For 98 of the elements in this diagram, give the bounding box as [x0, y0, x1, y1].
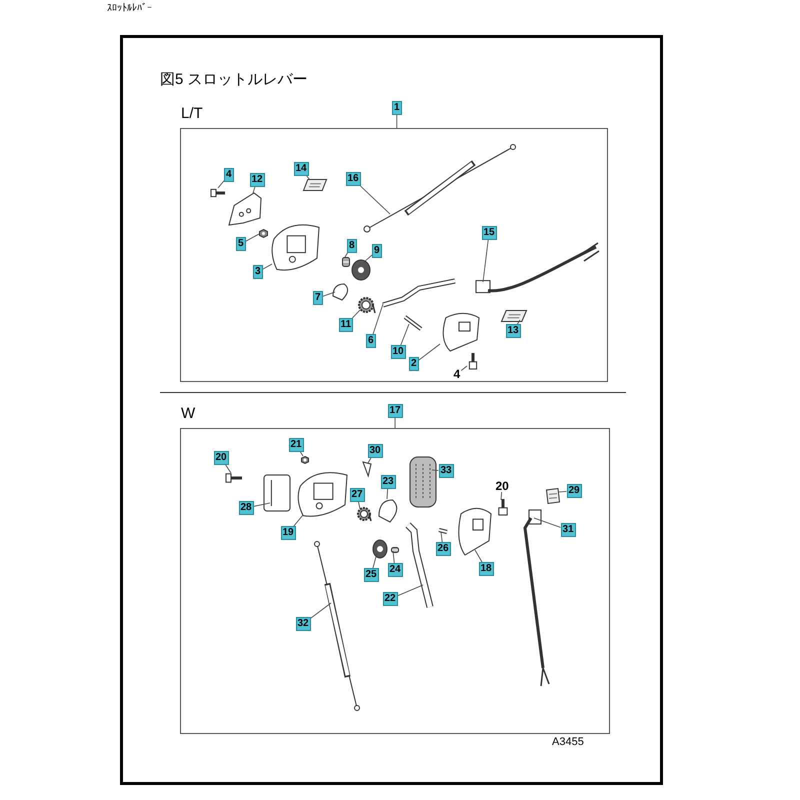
- leader-line: [418, 344, 440, 361]
- leader-line: [534, 518, 561, 528]
- nut-drawing: [259, 229, 268, 238]
- callout-number: 27: [350, 488, 365, 502]
- callout-number: 10: [390, 345, 406, 359]
- callout-number: 32: [296, 617, 311, 631]
- callout-number: 19: [280, 526, 296, 540]
- panel-heading: L/T: [181, 105, 203, 122]
- leader-line: [372, 552, 378, 568]
- callout-number: 18: [478, 562, 494, 576]
- leader-line: [432, 470, 439, 471]
- leader-line: [400, 324, 410, 346]
- bolt-drawing: [467, 353, 479, 369]
- leader-line: [262, 264, 272, 270]
- drawing-number: A3455: [552, 736, 584, 748]
- leader-line: [293, 514, 304, 526]
- nut-drawing: [301, 456, 309, 464]
- leader-line: [517, 320, 520, 324]
- callout-number: 15: [482, 226, 497, 240]
- leader-line: [344, 252, 348, 258]
- callout-number: 12: [250, 173, 265, 187]
- callout-number: 23: [380, 475, 396, 489]
- label-sticker-drawing: [303, 179, 327, 191]
- leader-line: [368, 458, 372, 464]
- clip-drawing: [361, 460, 373, 478]
- spring-drawing: [357, 507, 371, 521]
- callout-number: 1: [392, 101, 402, 115]
- figure-title: 図5 スロットルレバー: [160, 70, 308, 89]
- leader-line: [558, 491, 567, 492]
- cover-plate-drawing: [227, 191, 263, 227]
- spring-drawing: [357, 297, 375, 313]
- callout-number: 17: [388, 404, 403, 418]
- leader-line: [322, 292, 336, 297]
- rod-drawing: [403, 315, 423, 331]
- leader-line: [252, 186, 256, 194]
- leader-line: [396, 114, 398, 128]
- leader-line: [358, 502, 360, 510]
- callout-number: 20: [494, 480, 510, 492]
- leader-line: [245, 234, 260, 242]
- leader-line: [218, 180, 224, 188]
- leader-line: [392, 550, 395, 564]
- callout-number: 33: [438, 464, 454, 478]
- callout-number: 6: [366, 334, 376, 348]
- callout-number: 8: [347, 239, 357, 253]
- callout-number: 22: [382, 592, 398, 606]
- callout-number: 21: [288, 438, 304, 452]
- callout-number: 4: [224, 168, 234, 182]
- cable-drawing: [313, 541, 361, 711]
- leader-line: [386, 488, 388, 500]
- callout-number: 31: [560, 523, 576, 537]
- leader-line: [397, 584, 424, 596]
- leader-line: [372, 304, 384, 334]
- leader-line: [394, 418, 396, 428]
- leader-line: [253, 502, 270, 507]
- callout-number: 20: [214, 451, 229, 465]
- leader-line: [225, 464, 232, 474]
- callout-number: 24: [388, 563, 403, 577]
- leader-line: [474, 550, 482, 562]
- screw-drawing: [226, 471, 242, 485]
- leader-line: [360, 186, 390, 214]
- throttle-lever-drawing: [404, 521, 434, 611]
- callout-number: 7: [313, 291, 323, 305]
- label-sticker-drawing: [501, 310, 527, 322]
- pin-drawing: [391, 547, 399, 553]
- leader-line: [500, 492, 502, 500]
- callout-number: 14: [294, 162, 309, 176]
- pin-drawing: [342, 257, 350, 267]
- washer-drawing: [372, 539, 388, 559]
- callout-number: 11: [338, 318, 354, 332]
- callout-number: 3: [253, 265, 263, 279]
- bolt-drawing: [496, 499, 510, 515]
- leader-line: [306, 176, 310, 180]
- leader-line: [482, 240, 489, 282]
- callout-number: 2: [409, 357, 419, 371]
- washer-drawing: [351, 259, 371, 281]
- callout-number: 13: [506, 324, 521, 338]
- leader-line: [460, 366, 468, 371]
- cover-drawing: [263, 474, 291, 512]
- callout-number: 28: [238, 501, 254, 515]
- callout-number: 16: [346, 172, 361, 186]
- leader-line: [310, 602, 332, 619]
- leader-line: [440, 532, 443, 542]
- leader-line: [300, 452, 304, 456]
- callout-number: 26: [436, 542, 451, 556]
- panel-heading: W: [181, 405, 196, 422]
- callout-number: 5: [236, 237, 246, 251]
- grip-drawing: [408, 456, 438, 508]
- callout-number: 29: [566, 484, 582, 498]
- rod-drawing: [437, 527, 449, 535]
- callout-number: 25: [364, 568, 379, 582]
- label-sticker-drawing: [546, 488, 560, 504]
- page-header: ｽﾛｯﾄﾙﾚﾊﾞｰ: [107, 2, 152, 14]
- callout-number: 4: [452, 368, 462, 380]
- screw-drawing: [211, 187, 225, 199]
- callout-number: 30: [368, 444, 383, 458]
- leader-line: [352, 310, 360, 318]
- callout-number: 9: [372, 244, 382, 258]
- leader-line: [364, 254, 372, 262]
